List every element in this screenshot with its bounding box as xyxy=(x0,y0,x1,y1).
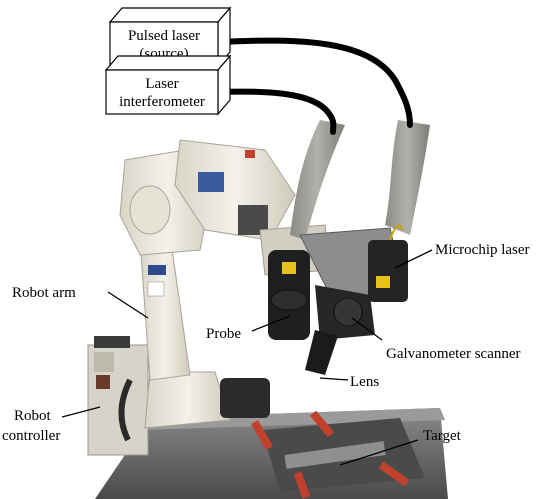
microchip-laser-sticker xyxy=(376,276,390,288)
pulsed-laser-label-line1: Pulsed laser xyxy=(128,28,200,44)
cable-interferometer xyxy=(215,88,337,135)
label-robot-arm: Robot arm xyxy=(12,285,76,301)
target-fixture xyxy=(251,410,425,499)
callout-microchip-laser: Microchip laser xyxy=(394,242,530,269)
callout-galvanometer-scanner: Galvanometer scanner xyxy=(351,317,521,362)
controller-panel xyxy=(94,352,114,372)
callout-target: Target xyxy=(339,428,462,466)
microchip-laser-cable xyxy=(389,224,403,241)
controller-top-cover xyxy=(94,336,130,348)
label-robot-controller-line2: controller xyxy=(2,428,60,444)
callout-robot-arm: Robot arm xyxy=(12,285,149,319)
robot-base xyxy=(144,371,231,429)
probe-ring xyxy=(270,289,308,311)
arm-warning-sticker xyxy=(147,281,165,297)
label-lens: Lens xyxy=(350,374,379,390)
interferometer-label-line2: interferometer xyxy=(119,94,205,110)
box-3d-icon xyxy=(108,7,232,23)
label-target: Target xyxy=(423,428,462,444)
cable-pulsed-laser xyxy=(215,37,413,128)
controller-switch xyxy=(96,375,110,389)
base-motor xyxy=(220,378,270,418)
lens-barrel xyxy=(305,330,338,375)
label-robot-controller-line1: Robot xyxy=(14,408,52,424)
arm-red-lamp xyxy=(245,150,255,158)
callout-robot-controller: Robot controller xyxy=(2,406,101,444)
callout-probe: Probe xyxy=(206,315,291,342)
cable-sleeve-left xyxy=(290,120,345,240)
robot-arm-illustration xyxy=(87,37,448,499)
probe-warning-label xyxy=(282,262,296,274)
label-microchip-laser: Microchip laser xyxy=(435,242,530,258)
arm-logo-plate xyxy=(198,172,224,192)
shoulder-joint xyxy=(129,185,171,235)
controller-cable xyxy=(118,378,133,442)
arm-label-plate xyxy=(148,265,166,275)
cable-sleeve-right xyxy=(385,120,430,235)
label-galvanometer-scanner: Galvanometer scanner xyxy=(386,346,521,362)
laser-interferometer-box: Laser interferometer xyxy=(104,54,232,116)
label-probe: Probe xyxy=(206,326,241,342)
box-3d-icon xyxy=(104,55,232,71)
microchip-laser-body xyxy=(368,240,408,302)
work-table-top xyxy=(140,408,445,430)
interferometer-label-line1: Laser xyxy=(145,76,178,92)
galvanometer-motor xyxy=(333,297,363,327)
callout-lens: Lens xyxy=(319,374,379,390)
